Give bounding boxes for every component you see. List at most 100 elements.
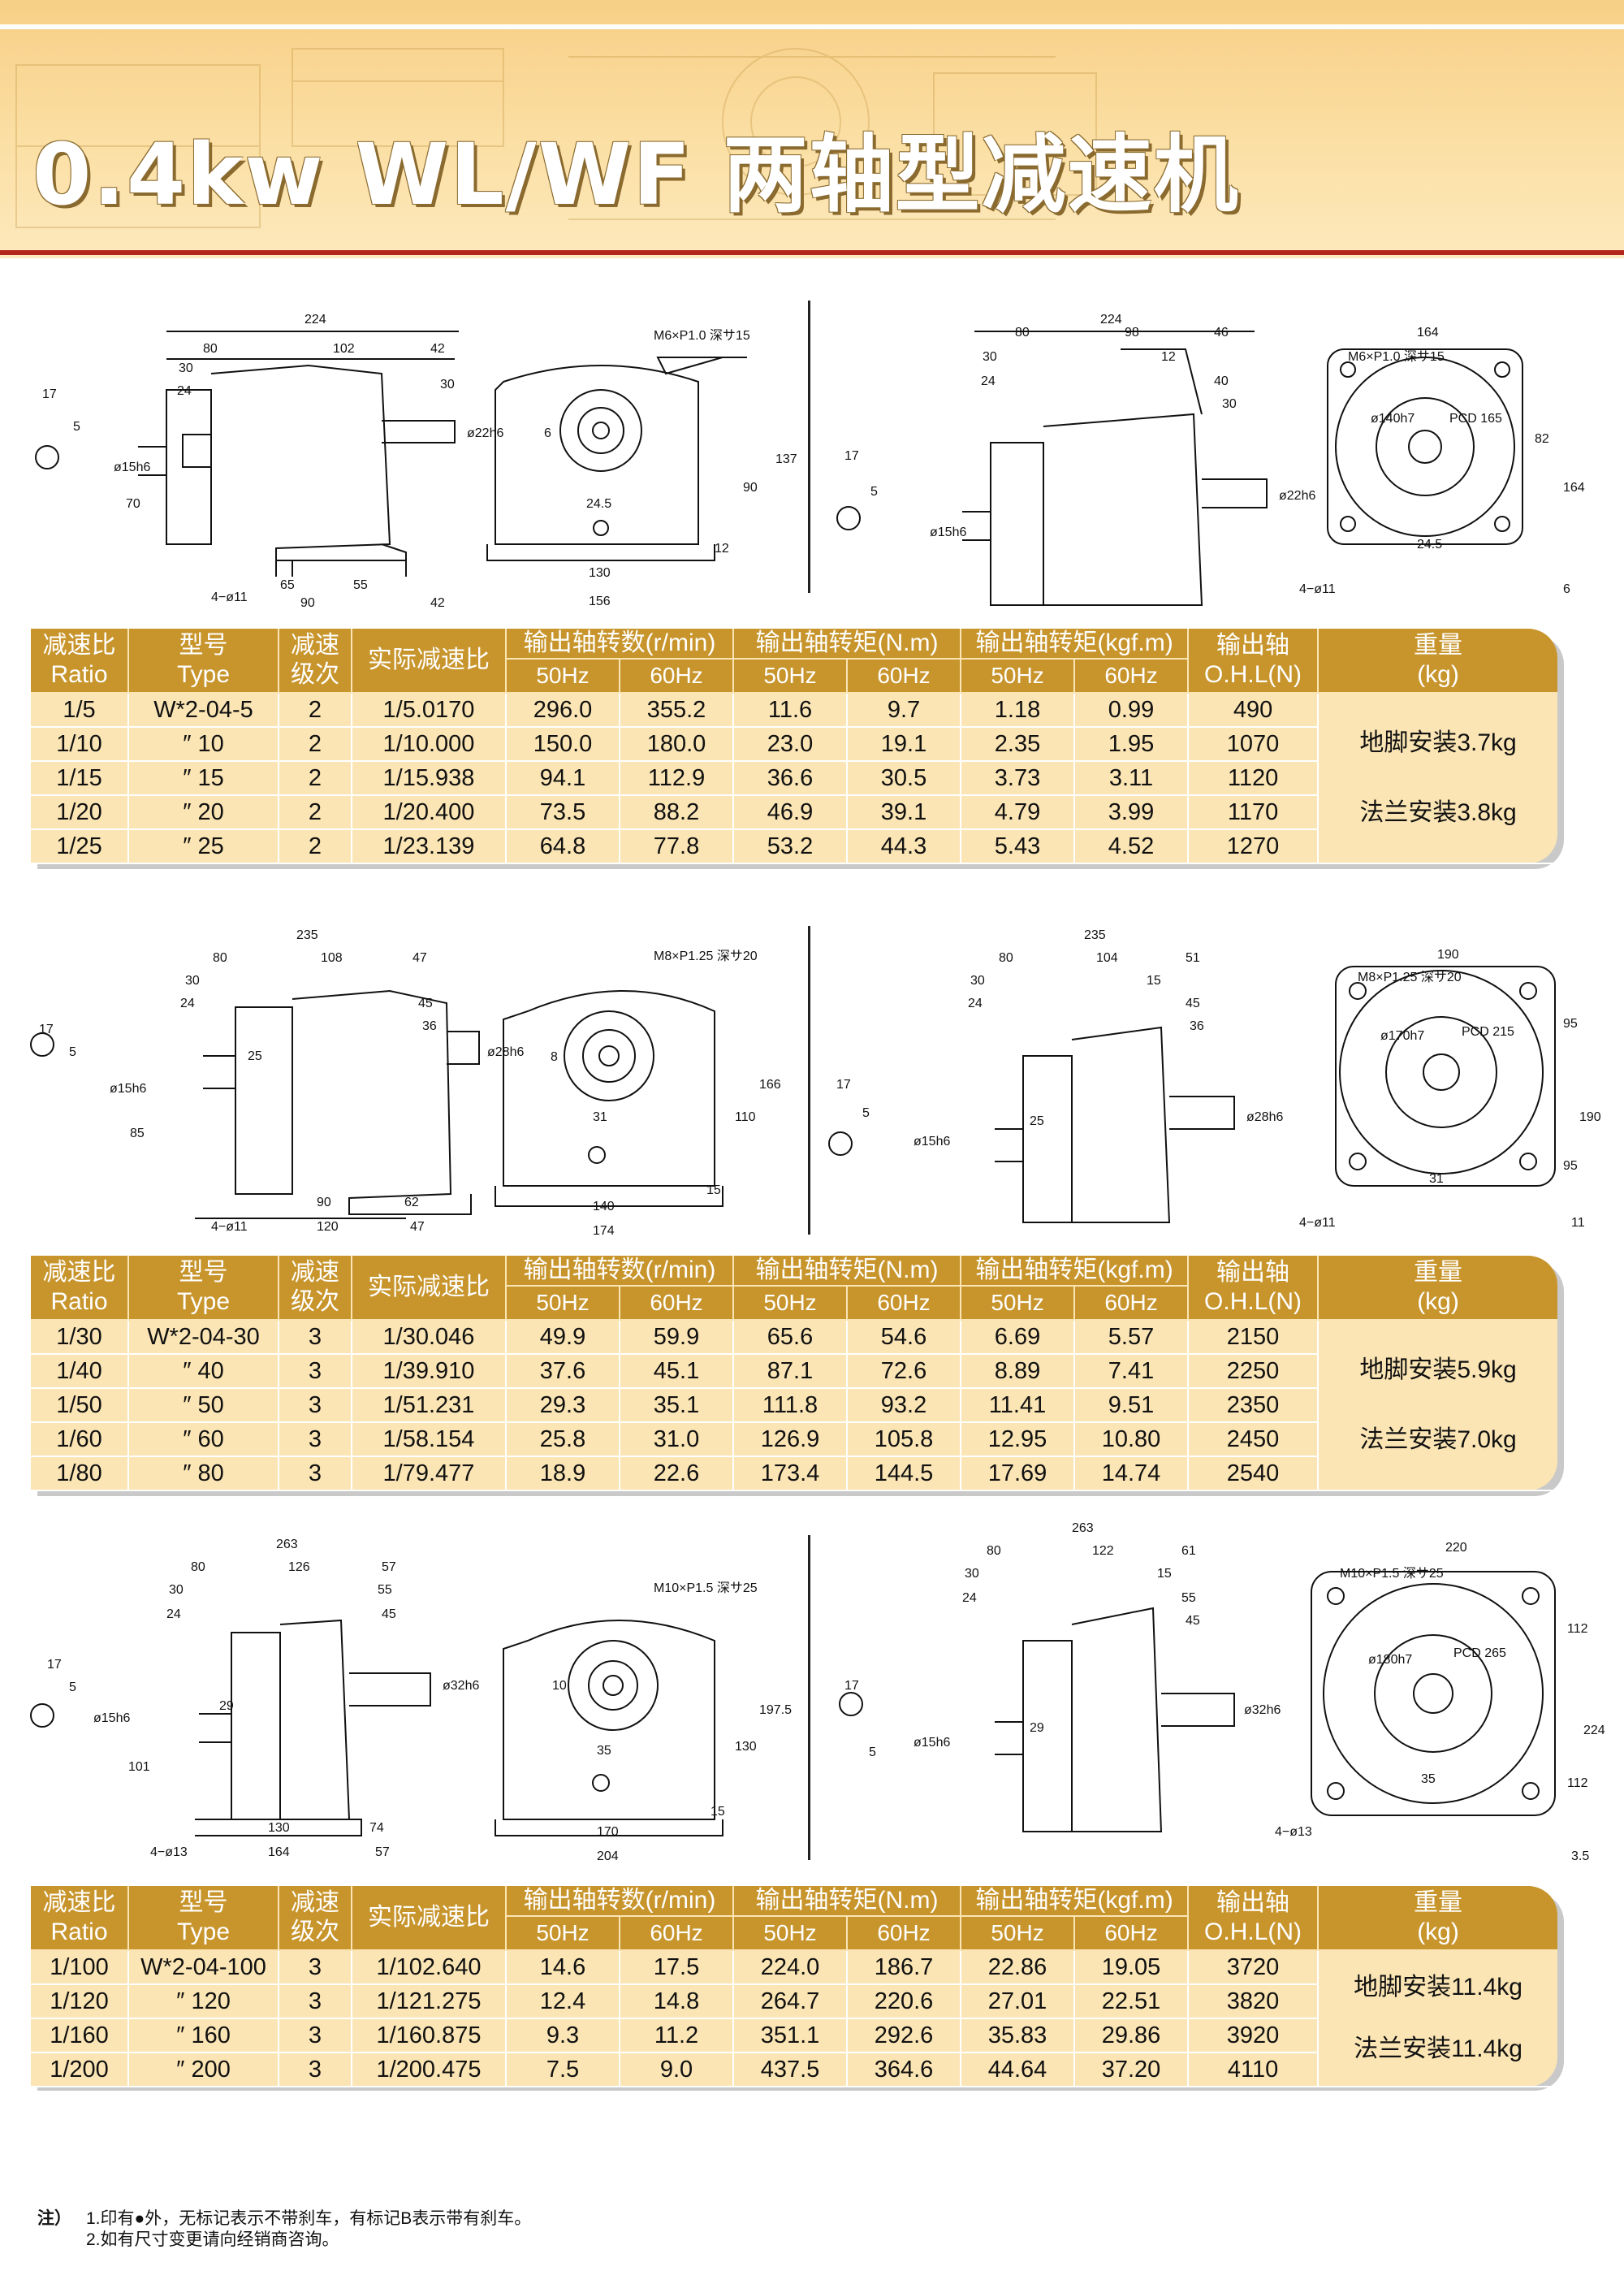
sub-60hz: 60Hz xyxy=(1074,659,1190,694)
dimension-label: 4−ø11 xyxy=(211,1220,248,1234)
col-stage-header: 减速级次 xyxy=(279,1256,352,1321)
sub-60hz: 60Hz xyxy=(1074,1916,1190,1951)
table-cell: 7.5 xyxy=(506,2053,620,2087)
dim-base2-foot-1: 55 xyxy=(353,578,368,592)
table-cell: 2 xyxy=(279,693,352,728)
dim-f-foot-1: 30 xyxy=(440,378,455,391)
table-cell: 1.95 xyxy=(1074,727,1190,762)
table-cell: 39.1 xyxy=(847,795,962,830)
table-cell: ″ 10 xyxy=(128,727,279,762)
table-cell: 1/120 xyxy=(31,1984,129,2019)
table-cell: 1/5.0170 xyxy=(352,693,507,728)
table-cell: 2540 xyxy=(1188,1456,1320,1491)
dimension-label: 15 xyxy=(1147,974,1161,988)
sub-60hz: 60Hz xyxy=(620,1916,734,1951)
dimension-label: 36 xyxy=(1190,1019,1204,1033)
dimension-label: 5 xyxy=(869,1745,876,1759)
dim-c-foot-1: 42 xyxy=(430,342,445,356)
table-cell: 44.64 xyxy=(961,2053,1076,2087)
dim-d-foot-1: 30 xyxy=(179,361,193,375)
table-cell: 150.0 xyxy=(506,727,620,762)
dimension-label: 15 xyxy=(1157,1567,1172,1581)
dimension-label: 95 xyxy=(1563,1159,1578,1173)
table-cell: 1/25 xyxy=(31,829,129,864)
table-cell: 1270 xyxy=(1188,829,1320,864)
table-cell: 1/10 xyxy=(31,727,129,762)
sub-50hz: 50Hz xyxy=(961,1286,1076,1321)
dim-a-flange-1: 80 xyxy=(1015,326,1030,340)
dimension-label: 122 xyxy=(1092,1544,1114,1558)
table-cell: 37.6 xyxy=(506,1354,620,1389)
dimension-label: 130 xyxy=(268,1821,290,1835)
dim-hole-fend-1: 4−ø11 xyxy=(1299,582,1336,596)
dimension-label: 263 xyxy=(1072,1521,1094,1535)
dimension-label: 110 xyxy=(735,1110,756,1124)
dimension-label: ø170h7 xyxy=(1380,1029,1424,1043)
table-cell: 1/160.875 xyxy=(352,2018,507,2053)
dim-t-fend-1: 6 xyxy=(1563,582,1570,596)
table-cell: 27.01 xyxy=(961,1984,1076,2019)
table-cell: 73.5 xyxy=(506,795,620,830)
dimension-label: 30 xyxy=(970,974,985,988)
dimension-label: 17 xyxy=(39,1023,54,1036)
dimension-label: 36 xyxy=(422,1019,437,1033)
dimension-label: PCD 265 xyxy=(1453,1646,1506,1660)
dimension-label: PCD 215 xyxy=(1462,1025,1514,1039)
dim-h2-fend-1: 164 xyxy=(1563,481,1585,495)
table-cell: 45.1 xyxy=(620,1354,734,1389)
dimension-label: ø28h6 xyxy=(487,1045,524,1059)
dimension-label: 120 xyxy=(317,1220,339,1234)
dimension-label: 61 xyxy=(1181,1544,1196,1558)
dimension-label: 31 xyxy=(1429,1172,1444,1186)
table-cell: 224.0 xyxy=(733,1950,848,1985)
table-cell: 94.1 xyxy=(506,761,620,796)
dimension-label: 4−ø11 xyxy=(1299,1216,1336,1230)
dimension-label: 112 xyxy=(1567,1776,1588,1790)
page-header: 0.4kw WL/WF 两轴型减速机 xyxy=(0,0,1624,258)
table-cell: 4.79 xyxy=(961,795,1076,830)
dimension-label: ø15h6 xyxy=(110,1082,146,1096)
dim-pilot-fend-1: ø140h7 xyxy=(1371,412,1415,426)
sub-60hz: 60Hz xyxy=(620,1286,734,1321)
dim-g-flange-1: 40 xyxy=(1214,374,1229,388)
dimension-label: 17 xyxy=(47,1658,62,1672)
table-cell: 7.41 xyxy=(1074,1354,1190,1389)
table-cell: 1/200 xyxy=(31,2053,129,2087)
dimension-label: ø15h6 xyxy=(914,1736,950,1750)
table-cell: 1070 xyxy=(1188,727,1320,762)
table-cell: 3.99 xyxy=(1074,795,1190,830)
dim-base1-foot-1: 65 xyxy=(280,578,295,592)
table-cell: 1/160 xyxy=(31,2018,129,2053)
dimension-label: 45 xyxy=(418,997,433,1010)
sub-50hz: 50Hz xyxy=(733,1286,848,1321)
header-top-rule xyxy=(0,24,1624,29)
dimension-label: 174 xyxy=(593,1224,615,1238)
table-cell: 88.2 xyxy=(620,795,734,830)
table-cell: 2150 xyxy=(1188,1320,1320,1355)
page-title: 0.4kw WL/WF 两轴型减速机 xyxy=(32,125,1240,224)
dimension-label: 80 xyxy=(999,951,1013,965)
dimension-label: 85 xyxy=(130,1127,145,1140)
dimension-label: 24 xyxy=(968,997,983,1010)
dimension-label: 224 xyxy=(1583,1724,1605,1737)
dimension-label: 31 xyxy=(593,1110,607,1124)
dim-base4-foot-1: 42 xyxy=(430,596,445,610)
dimension-label: 126 xyxy=(288,1560,310,1574)
dimension-label: ø15h6 xyxy=(914,1135,950,1148)
dimension-label: 24 xyxy=(180,997,195,1010)
dim-w2-end-1: 156 xyxy=(589,595,611,608)
table-cell: 14.8 xyxy=(620,1984,734,2019)
dimension-label: M10×P1.5 深サ25 xyxy=(654,1581,758,1595)
table-cell: 1/20.400 xyxy=(352,795,507,830)
table-cell: 35.83 xyxy=(961,2018,1076,2053)
